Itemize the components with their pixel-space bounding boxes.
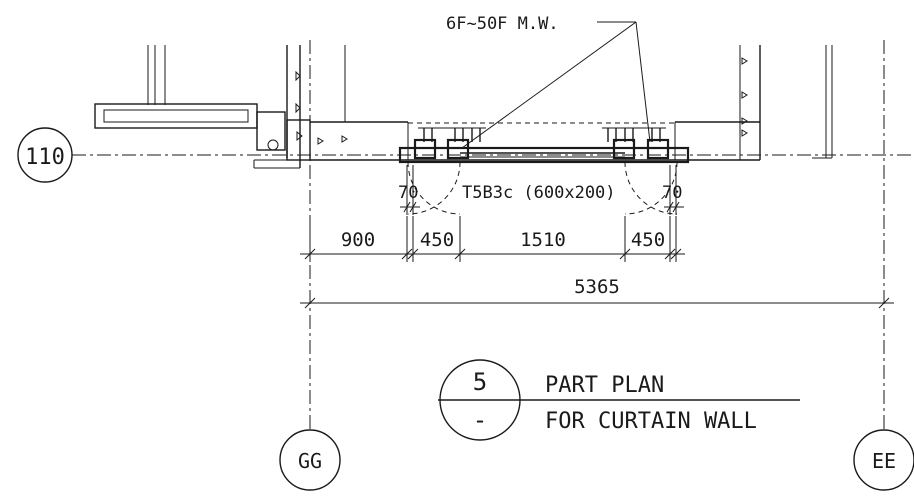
gap-70-right: 70 [662,183,682,203]
grid-label-gg: GG [298,449,322,473]
slab-edge [310,121,760,161]
gap-70-left: 70 [398,183,418,203]
dim-900: 900 [341,229,375,251]
dim-1510: 1510 [520,229,566,251]
dim-5365: 5365 [574,276,620,298]
grid-line-gg [279,40,341,491]
callout-label: 6F~50F M.W. [446,14,559,34]
segment-dimension-line [300,216,685,262]
dim-450-left: 450 [420,229,454,251]
grid-label-110: 110 [25,145,65,170]
beam-label: T5B3c (600x200) [462,183,616,203]
gap-dimension-right [664,165,684,215]
callout-leader [461,21,651,149]
grid-line-ee [853,40,914,491]
detail-number: 5 [473,368,487,396]
curtain-wall-assembly [398,127,690,164]
overall-dimension-line [300,297,894,309]
title-line-2: FOR CURTAIN WALL [545,409,757,434]
grid-label-ee: EE [872,449,896,473]
sheet-ref: - [473,406,487,434]
left-structure [94,45,348,169]
title-block [438,359,800,441]
grid-line-110 [17,127,914,183]
dim-450-right: 450 [631,229,665,251]
title-line-1: PART PLAN [545,373,664,398]
gap-dimension-left [400,165,420,215]
right-structure [739,45,833,160]
